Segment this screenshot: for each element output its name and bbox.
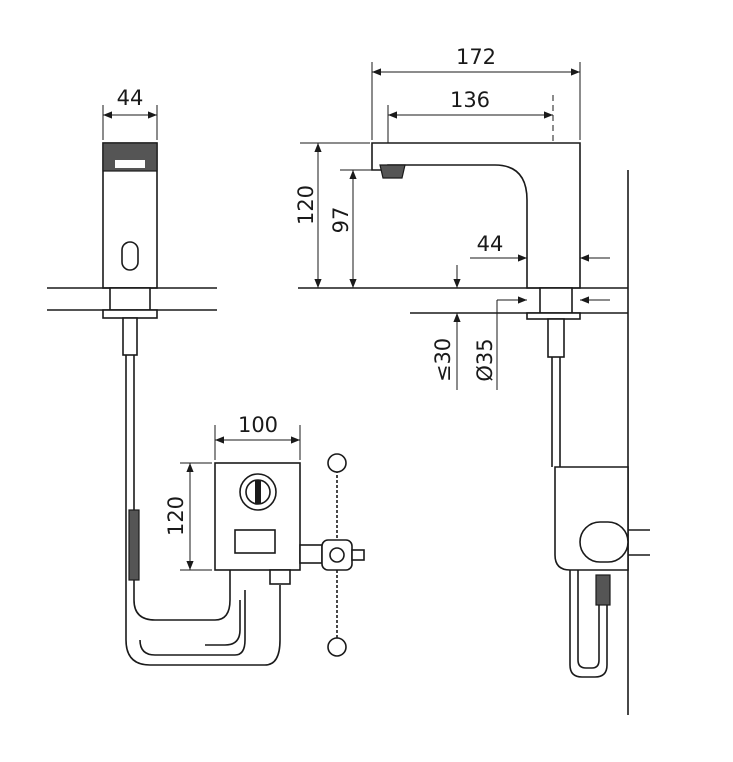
control-box: 100 120 (164, 413, 365, 657)
hose-fitting-bottom (327, 637, 347, 657)
side-view: 172 136 120 97 44 ≤30 Ø35 (294, 45, 650, 715)
box-width-label: 100 (238, 413, 278, 437)
front-view: 44 (47, 86, 281, 666)
body-depth-label: 44 (477, 232, 504, 256)
deck-thickness-label: ≤30 (431, 338, 455, 382)
hole-diameter-label: Ø35 (473, 338, 497, 381)
spout-reach-label: 136 (450, 88, 490, 112)
reach-label: 172 (456, 45, 496, 69)
cable-connector (128, 509, 140, 581)
sensor-window-icon (121, 241, 139, 271)
outlet-height-label: 97 (329, 207, 353, 234)
front-width-label: 44 (117, 86, 144, 110)
height-label: 120 (294, 185, 318, 225)
valve-icon (329, 547, 345, 563)
box-height-label: 120 (164, 496, 188, 536)
display-window (234, 529, 276, 554)
hose-fitting-top (327, 453, 347, 473)
